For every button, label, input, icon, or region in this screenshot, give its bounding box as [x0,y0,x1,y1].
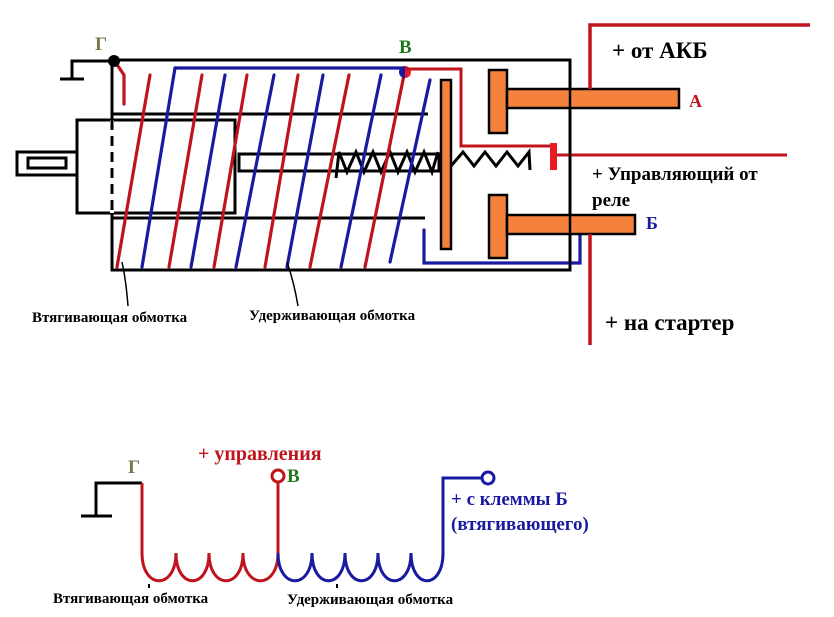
schematic-terminal-v [270,468,286,484]
control-from-relay-label-2: реле [592,190,630,211]
solenoid-cross-section: Г В А Б + от АКБ + Управляющий от реле +… [15,23,810,345]
hold-in-leader-line [286,261,299,307]
pull-in-winding [114,61,406,269]
pull-in-winding-label: Втягивающая обмотка [32,310,188,326]
control-plus-label: + управления [198,443,322,465]
contact-plate [439,78,453,251]
schematic-pull-in-label: Втягивающая обмотка [53,591,209,607]
hold-in-winding-label: Удерживающая обмотка [249,308,416,324]
schematic-hold-in-coil [276,476,482,583]
schematic-hold-in-label: Удерживающая обмотка [287,592,454,608]
terminal-a-bolt [487,68,681,135]
schematic-pull-in-coil [140,482,280,583]
control-from-relay-label-1: + Управляющий от [592,164,758,185]
contact-spring [449,147,532,171]
terminal-a-label: А [689,91,702,111]
from-battery-label: + от АКБ [612,38,708,63]
pull-in-leader-line [121,261,129,307]
terminal-g-dot [108,55,120,67]
schematic-ground-symbol [81,481,142,518]
plunger [75,118,237,215]
control-wire [405,67,553,148]
plunger-shaft [15,150,79,177]
from-terminal-b-label-1: + с клеммы Б [451,489,568,510]
hold-in-winding [140,66,582,269]
to-starter-label: + на стартер [605,310,734,335]
winding-schematic: Г В + управления + с клеммы Б (втягивающ… [53,443,589,608]
control-terminal [550,143,557,170]
plunger-shaft-slot [26,156,68,170]
schematic-terminal-g-label: Г [128,457,140,478]
schematic-terminal-b [480,470,496,486]
from-terminal-b-label-2: (втягивающего) [451,514,589,535]
battery-wire [588,23,810,89]
ground-symbol [60,59,114,81]
terminal-b-label: Б [646,213,658,233]
schematic-terminal-v-label: В [287,466,300,487]
terminal-g-label: Г [95,34,107,55]
terminal-v-label: В [399,37,412,58]
